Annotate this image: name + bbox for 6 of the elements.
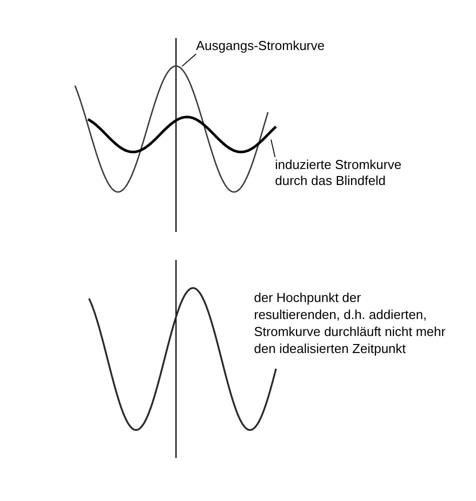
leader-line — [182, 54, 196, 67]
sine-curve — [74, 65, 269, 193]
curve-label: Ausgangs-Stromkurve — [196, 38, 325, 54]
annotation-text: der Hochpunkt der resultierenden, d.h. addierten, Stromkurve durchläuft nicht mehr den idealisierten Zeitpunkt — [254, 289, 446, 357]
curve-label: induzierte Stromkurve durch das Blindfeld — [275, 157, 402, 189]
leader-line — [270, 139, 276, 158]
